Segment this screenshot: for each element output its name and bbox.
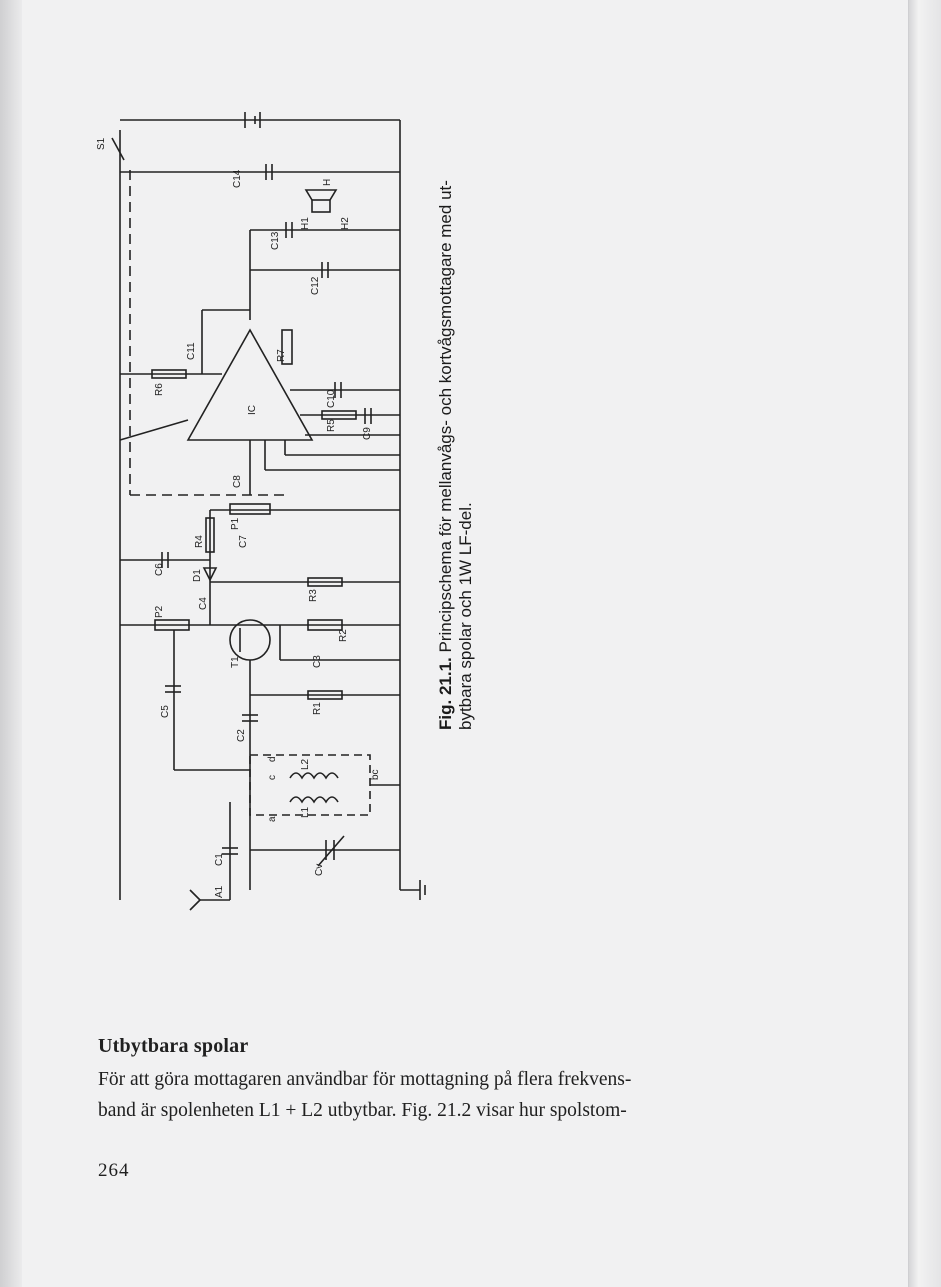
label-cv: Cv	[314, 864, 325, 876]
label-c13: C13	[270, 231, 281, 250]
label-s1: S1	[96, 137, 107, 150]
label-c12: C12	[310, 276, 321, 295]
label-c5: C5	[160, 705, 171, 718]
label-c11: C11	[186, 342, 197, 360]
label-d: d	[267, 756, 278, 762]
label-p1: P1	[230, 517, 241, 530]
label-a1: A1	[214, 885, 225, 898]
page-edge-right	[908, 0, 941, 1287]
label-r1: R1	[312, 702, 323, 715]
page-edge-left	[0, 0, 22, 1287]
label-c6: C6	[154, 563, 165, 576]
label-h2: H2	[340, 217, 351, 230]
label-p2: P2	[154, 605, 165, 618]
body-line-2: band är spolenheten L1 + L2 utbytbar. Fi…	[98, 1100, 627, 1121]
label-c10: C10	[326, 389, 337, 408]
label-c9: C9	[362, 427, 373, 440]
label-l1: L1	[300, 806, 311, 818]
figure-caption: Fig. 21.1. Principschema för mellanvågs-…	[436, 90, 476, 730]
label-ic: IC	[247, 405, 258, 415]
label-a: a	[267, 816, 278, 822]
caption-number: Fig. 21.1.	[436, 657, 455, 730]
page-number: 264	[98, 1160, 130, 1181]
label-c4: C4	[198, 597, 209, 610]
label-h: H	[322, 179, 333, 186]
label-r6: R6	[154, 383, 165, 396]
label-c1: C1	[214, 853, 225, 866]
body-line-1: För att göra mottagaren användbar för mo…	[98, 1069, 632, 1090]
label-c8: C8	[232, 475, 243, 488]
label-r3: R3	[308, 589, 319, 602]
label-r4: R4	[194, 535, 205, 548]
caption-line-2: bytbara spolar och 1W LF-del.	[456, 502, 475, 730]
label-c14: C14	[232, 169, 243, 188]
label-c7: C7	[238, 535, 249, 548]
label-bc: bc	[370, 769, 381, 780]
label-c2: C2	[236, 729, 247, 742]
section-heading: Utbytbara spolar	[98, 1035, 249, 1057]
caption-line-1: Principschema för mellanvågs- och kortvå…	[436, 180, 455, 653]
circuit-schematic: S1 C14 H H1 H2 C13 C12 C11 R7 R6 IC C10 …	[96, 112, 426, 911]
body-paragraph: För att göra mottagaren användbar för mo…	[98, 1064, 734, 1126]
label-h1: H1	[300, 217, 311, 230]
label-r5: R5	[326, 419, 337, 432]
book-page	[22, 0, 908, 1287]
label-c3: C3	[312, 655, 323, 668]
label-r7: R7	[276, 349, 287, 362]
label-l2: L2	[300, 758, 311, 770]
label-r2: R2	[338, 629, 349, 642]
label-t1: T1	[230, 656, 241, 668]
label-c: c	[267, 775, 278, 780]
label-d1: D1	[192, 569, 203, 582]
